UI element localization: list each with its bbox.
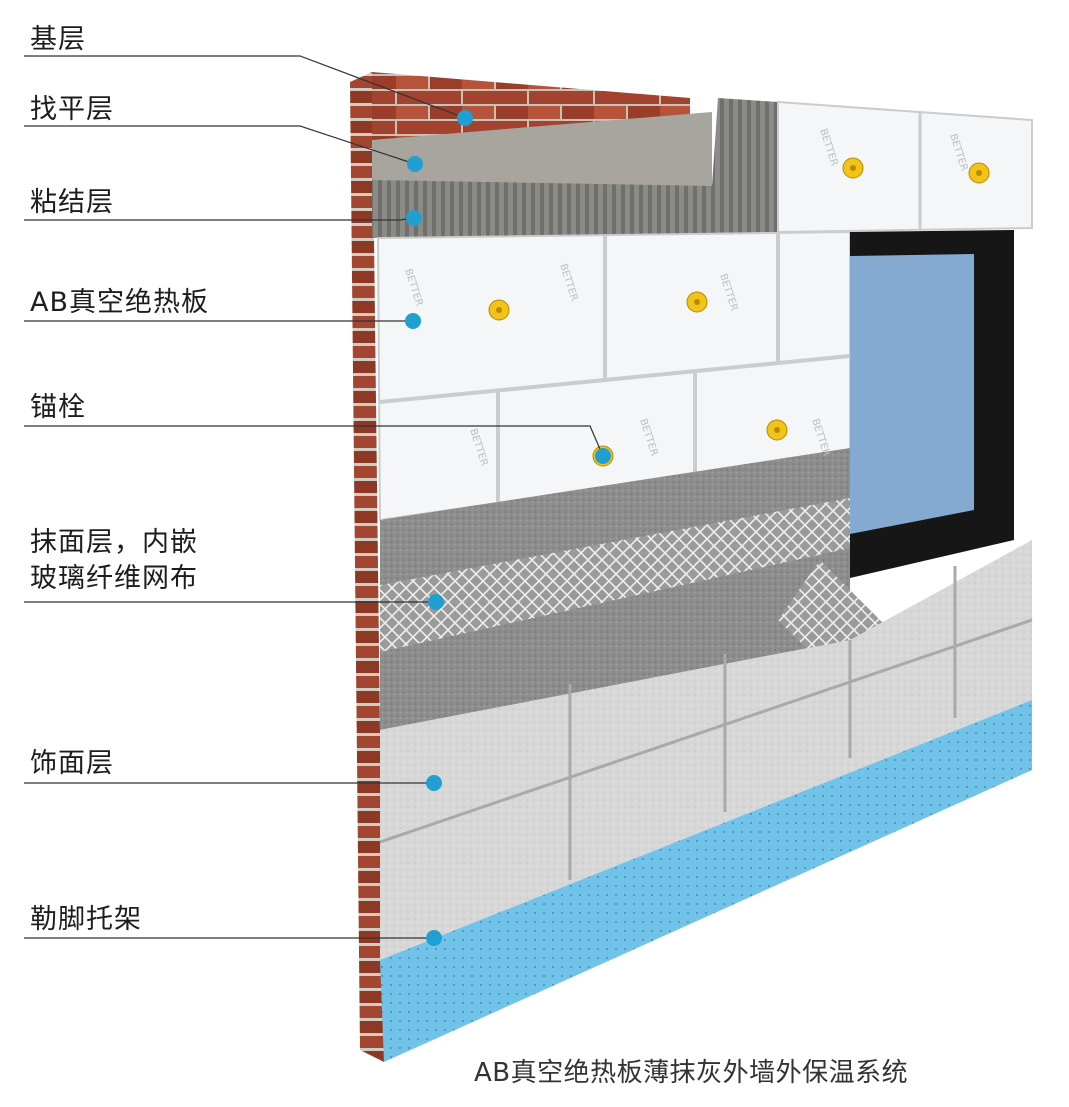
marker-dot-bonding	[406, 210, 422, 226]
leveling-layer	[372, 112, 712, 188]
label-bracket: 勒脚托架	[30, 902, 142, 938]
marker-dot-anchor	[595, 448, 611, 464]
label-bonding: 粘结层	[30, 185, 114, 221]
label-bracket-line: 勒脚托架	[30, 904, 142, 935]
marker-dot-leveling	[407, 156, 423, 172]
plinth-bracket	[380, 700, 1032, 1062]
label-bonding-line: 粘结层	[30, 187, 114, 218]
label-plaster-mesh: 抹面层，内嵌玻璃纤维网布	[30, 525, 198, 597]
label-leveling-line: 找平层	[30, 94, 114, 125]
label-finish: 饰面层	[30, 746, 114, 782]
diagram-caption: AB真空绝热板薄抹灰外墙外保温系统	[474, 1058, 909, 1088]
label-anchor-line: 锚栓	[30, 392, 86, 423]
label-anchor: 锚栓	[30, 390, 86, 426]
label-leveling: 找平层	[30, 92, 114, 128]
vip-board-upper	[777, 100, 1033, 234]
bonding-layer	[372, 98, 778, 238]
wall-side-edge	[350, 72, 384, 1062]
marker-dot-bracket	[426, 930, 442, 946]
label-base: 基层	[30, 22, 86, 58]
label-plaster-mesh-line: 玻璃纤维网布	[30, 563, 198, 594]
anchor-icon	[488, 299, 510, 321]
label-vip-board-line: AB真空绝热板	[30, 287, 209, 318]
fiberglass-mesh	[380, 498, 850, 652]
label-plaster-mesh-line: 抹面层，内嵌	[30, 527, 198, 558]
finish-layer	[380, 540, 1032, 960]
window-glass	[850, 254, 974, 534]
anchor-icon	[686, 291, 708, 313]
anchor-icon	[766, 419, 788, 441]
anchor-icon	[842, 157, 864, 179]
marker-dot-plaster-mesh	[428, 594, 444, 610]
leader-line-leveling	[24, 125, 416, 165]
label-finish-line: 饰面层	[30, 748, 114, 779]
leader-line-anchor	[24, 425, 604, 457]
label-vip-board: AB真空绝热板	[30, 285, 209, 321]
leader-line-base	[24, 55, 466, 119]
anchor-icon	[968, 162, 990, 184]
marker-dot-base	[457, 110, 473, 126]
marker-dot-vip-board	[405, 313, 421, 329]
marker-dot-finish	[426, 775, 442, 791]
label-base-line: 基层	[30, 24, 86, 55]
